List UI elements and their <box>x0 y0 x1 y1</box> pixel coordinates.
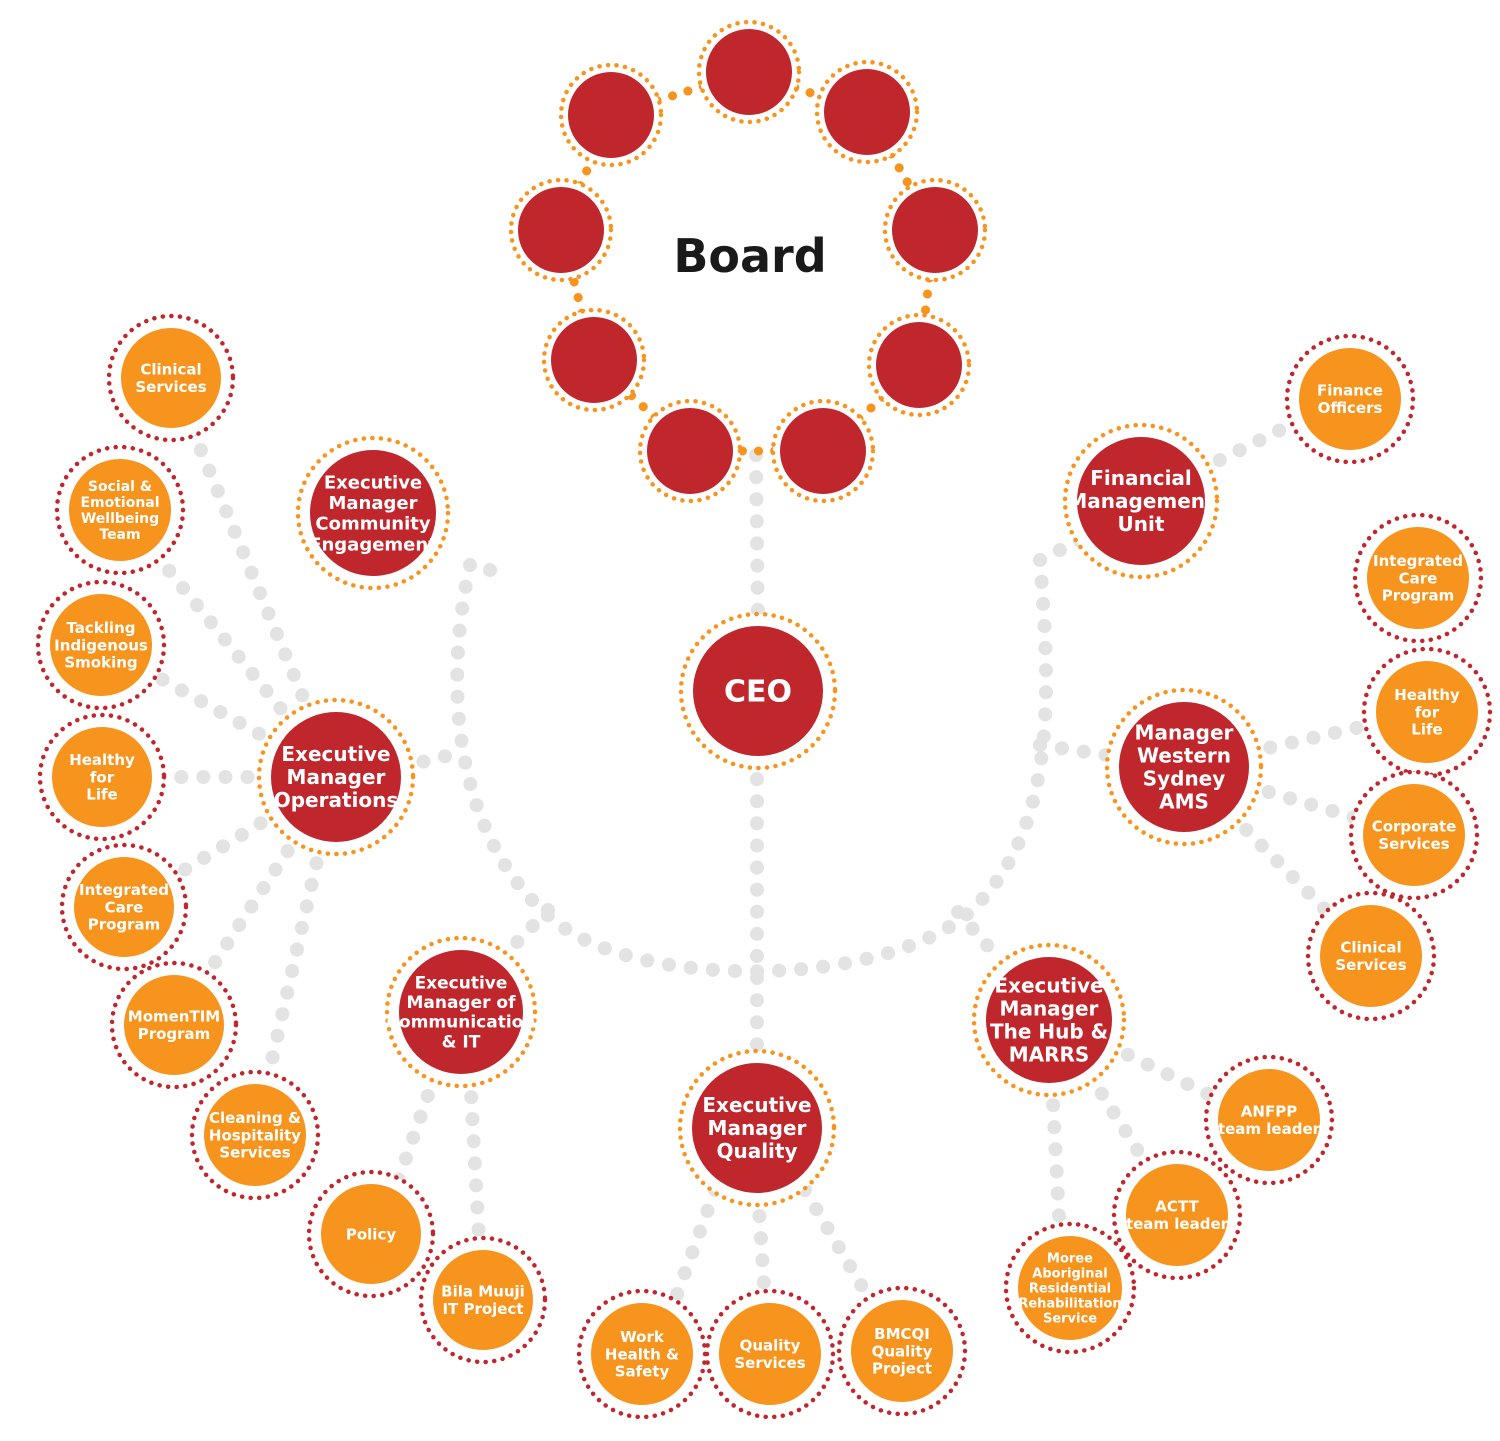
board-seats <box>508 19 988 504</box>
board-seat <box>558 62 664 168</box>
board-seat <box>508 177 614 283</box>
connector-board-ceo <box>749 448 765 632</box>
board-link <box>744 67 872 117</box>
connector-main-arc <box>450 553 1054 979</box>
board-seat <box>770 398 876 504</box>
board-seat <box>541 307 647 413</box>
connector-arc-fmu <box>1033 533 1087 567</box>
node-label: Policy <box>346 1225 396 1243</box>
board-seat <box>637 398 743 504</box>
connector-hub-actt <box>1083 1068 1157 1177</box>
board-link <box>556 110 616 235</box>
connector-quality-bmcqi <box>798 1183 877 1307</box>
board-seat <box>882 177 988 283</box>
connector-commit-policy <box>388 1068 442 1197</box>
node-ceo: CEO <box>678 611 838 771</box>
connector-fmu-finance <box>1193 413 1307 477</box>
board-seat <box>696 19 802 125</box>
board-seat <box>866 312 972 418</box>
connector-arc-mwsams <box>1033 738 1126 764</box>
connector-hub-moree <box>1045 1076 1067 1243</box>
node-label: CEO <box>724 675 792 710</box>
connector-arc-community <box>463 558 497 577</box>
board-title: Board <box>673 229 826 283</box>
connector-quality-qs <box>751 1187 772 1307</box>
board-seat <box>814 59 920 165</box>
board-link <box>818 360 924 456</box>
node-it-policy: Policy <box>306 1169 436 1299</box>
connector-quality-whs <box>668 1183 722 1307</box>
connector-commit-bila <box>463 1068 487 1262</box>
connector-hub-anfpp <box>1101 1038 1227 1107</box>
